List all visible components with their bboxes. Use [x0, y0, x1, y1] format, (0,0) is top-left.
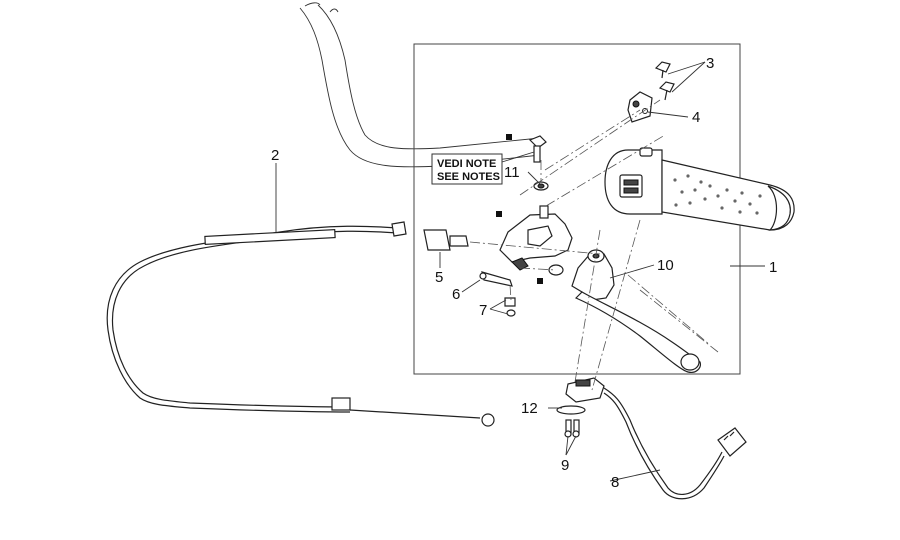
note-markers [496, 134, 543, 284]
callout-6: 6 [452, 286, 460, 303]
callout-7: 7 [479, 302, 487, 319]
pin-part-6 [479, 271, 513, 287]
grip-assembly [604, 147, 795, 231]
switch-part-12 [556, 377, 605, 415]
note-line-1: VEDI NOTE [437, 158, 496, 170]
lever-bracket [499, 205, 573, 271]
adjuster-part-5 [423, 229, 469, 251]
callout-10: 10 [657, 257, 674, 274]
callout-2: 2 [271, 147, 279, 164]
callout-numbers: 1 2 3 4 5 6 7 8 9 10 11 12 [271, 55, 777, 491]
callout-12: 12 [521, 400, 538, 417]
callout-3: 3 [706, 55, 714, 72]
lever-part-10 [571, 249, 701, 373]
wiring-harness-part-8 [603, 387, 747, 500]
clamp-part-4 [627, 91, 653, 123]
callout-11: 11 [504, 164, 520, 181]
screws-part-3 [654, 61, 675, 101]
callout-4: 4 [692, 109, 700, 126]
screws-part-9 [564, 419, 580, 438]
leader-lines [275, 61, 765, 482]
callout-5: 5 [435, 269, 443, 286]
callout-9: 9 [561, 457, 569, 474]
small-parts-7 [504, 297, 516, 317]
note-box: VEDI NOTE SEE NOTES [431, 151, 535, 185]
callout-1: 1 [769, 259, 777, 276]
callout-8: 8 [611, 474, 619, 491]
clutch-cable-part-2 [106, 221, 495, 427]
note-line-2: SEE NOTES [437, 171, 500, 183]
handlebar-tube [299, 2, 541, 168]
assembly-lines [469, 99, 719, 391]
